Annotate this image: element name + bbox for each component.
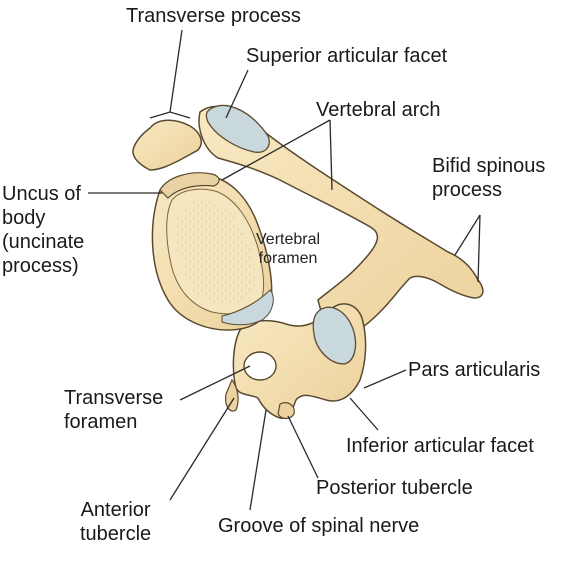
label-bifid-line-2: process: [432, 179, 503, 201]
label-anterior-tubercle: Anterior tubercle: [80, 498, 151, 546]
label-transverse-process: Transverse process: [126, 5, 301, 27]
label-vertebral-foramen: Vertebral foramen: [256, 230, 320, 268]
label-tf-line-1: Transverse: [64, 387, 164, 409]
label-uncus-line-1: Uncus of: [2, 183, 81, 205]
label-bifid-line-1: Bifid spinous: [432, 155, 546, 177]
label-inferior-articular-facet: Inferior articular facet: [346, 435, 534, 457]
body-lower-rim: [221, 289, 274, 326]
label-bifid-spinous-process: Bifid spinous process: [432, 154, 545, 202]
label-vf-line-2: foramen: [258, 250, 318, 267]
label-uncus-of-body: Uncus of body (uncinate process): [2, 182, 84, 278]
label-posterior-tubercle: Posterior tubercle: [316, 477, 473, 499]
posterior-tubercle-shape: [277, 402, 295, 420]
label-at-line-2: tubercle: [80, 523, 152, 545]
transverse-foramen-shape: [243, 351, 277, 381]
vertebral-arch-shape: [198, 105, 484, 346]
label-superior-articular-facet: Superior articular facet: [246, 45, 448, 67]
label-pars-articularis: Pars articularis: [408, 359, 541, 381]
leader-lines: [88, 29, 481, 511]
transverse-process-shape: [132, 119, 202, 171]
superior-articular-facet-shape: [205, 104, 270, 153]
label-uncus-line-3: (uncinate: [2, 231, 85, 253]
label-groove-of-spinal-nerve: Groove of spinal nerve: [218, 515, 420, 537]
inferior-articular-facet-shape: [312, 306, 357, 365]
label-uncus-line-2: body: [2, 207, 46, 229]
label-at-line-1: Anterior: [80, 499, 151, 521]
uncus-shape: [159, 172, 220, 199]
label-transverse-foramen: Transverse foramen: [64, 386, 163, 434]
label-tf-line-2: foramen: [64, 411, 138, 433]
anterior-tubercle-shape: [225, 378, 239, 412]
label-vf-line-1: Vertebral: [256, 231, 321, 248]
label-vertebral-arch: Vertebral arch: [316, 99, 441, 121]
label-uncus-line-4: process): [2, 255, 79, 277]
